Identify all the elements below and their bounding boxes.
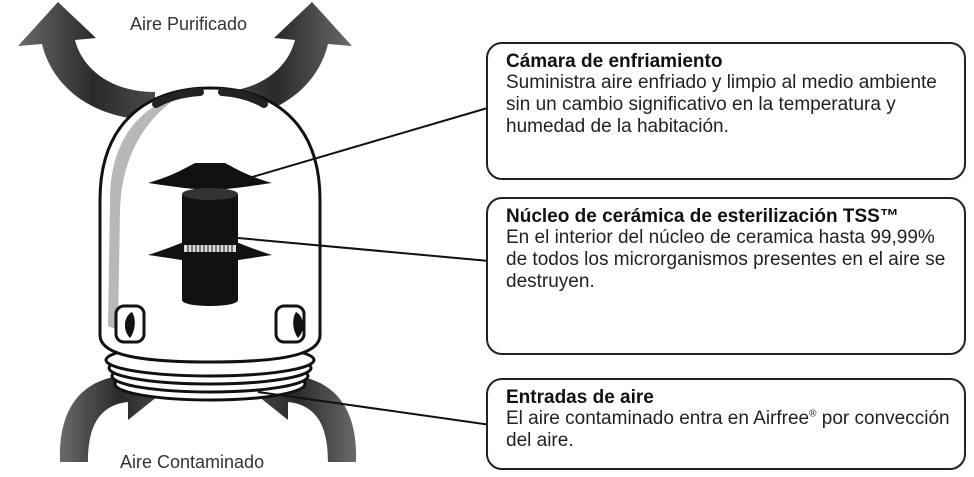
callout-ceramic-core: Núcleo de cerámica de esterilización TSS… [486,197,966,355]
device-shading [108,96,180,330]
top-vent-left [152,88,204,108]
registered-mark: ® [809,408,817,420]
contaminated-air-label: Aire Contaminado [120,452,265,472]
callout-title: Entradas de aire [506,387,654,408]
purified-air-label: Aire Purificado [130,14,248,34]
cooling-chamber-plate [148,163,272,189]
outflow-arrow-right [215,2,352,120]
callout-air-intake: Entradas de aire El aire contaminado ent… [486,378,966,470]
callout-cooling-chamber: Cámara de enfriamiento Suministra aire e… [486,42,966,180]
heater-band [184,245,236,252]
top-vent-right [218,88,268,108]
ceramic-core-top [182,188,238,200]
callout-description: El aire contaminado entra en Airfree® po… [506,408,952,452]
callout-description-part: El aire contaminado entra en Airfree [506,408,810,429]
outflow-arrow-left [18,2,155,120]
callout-title: Cámara de enfriamiento [506,51,723,72]
callout-description: En el interior del núcleo de ceramica ha… [506,227,946,292]
callout-description-part: por convección del aire. [506,408,950,451]
side-window-right-mark [293,312,304,338]
callout-title: Núcleo de cerámica de esterilización TSS… [506,206,899,227]
side-window-left-mark [124,312,135,338]
leader-line-cooling-chamber [241,101,509,181]
heater-band-ticks [187,245,233,252]
leader-line-ceramic-core [237,237,501,263]
callout-description: Suministra aire enfriado y limpio al med… [506,72,937,137]
leader-line-air-intake [257,391,499,427]
